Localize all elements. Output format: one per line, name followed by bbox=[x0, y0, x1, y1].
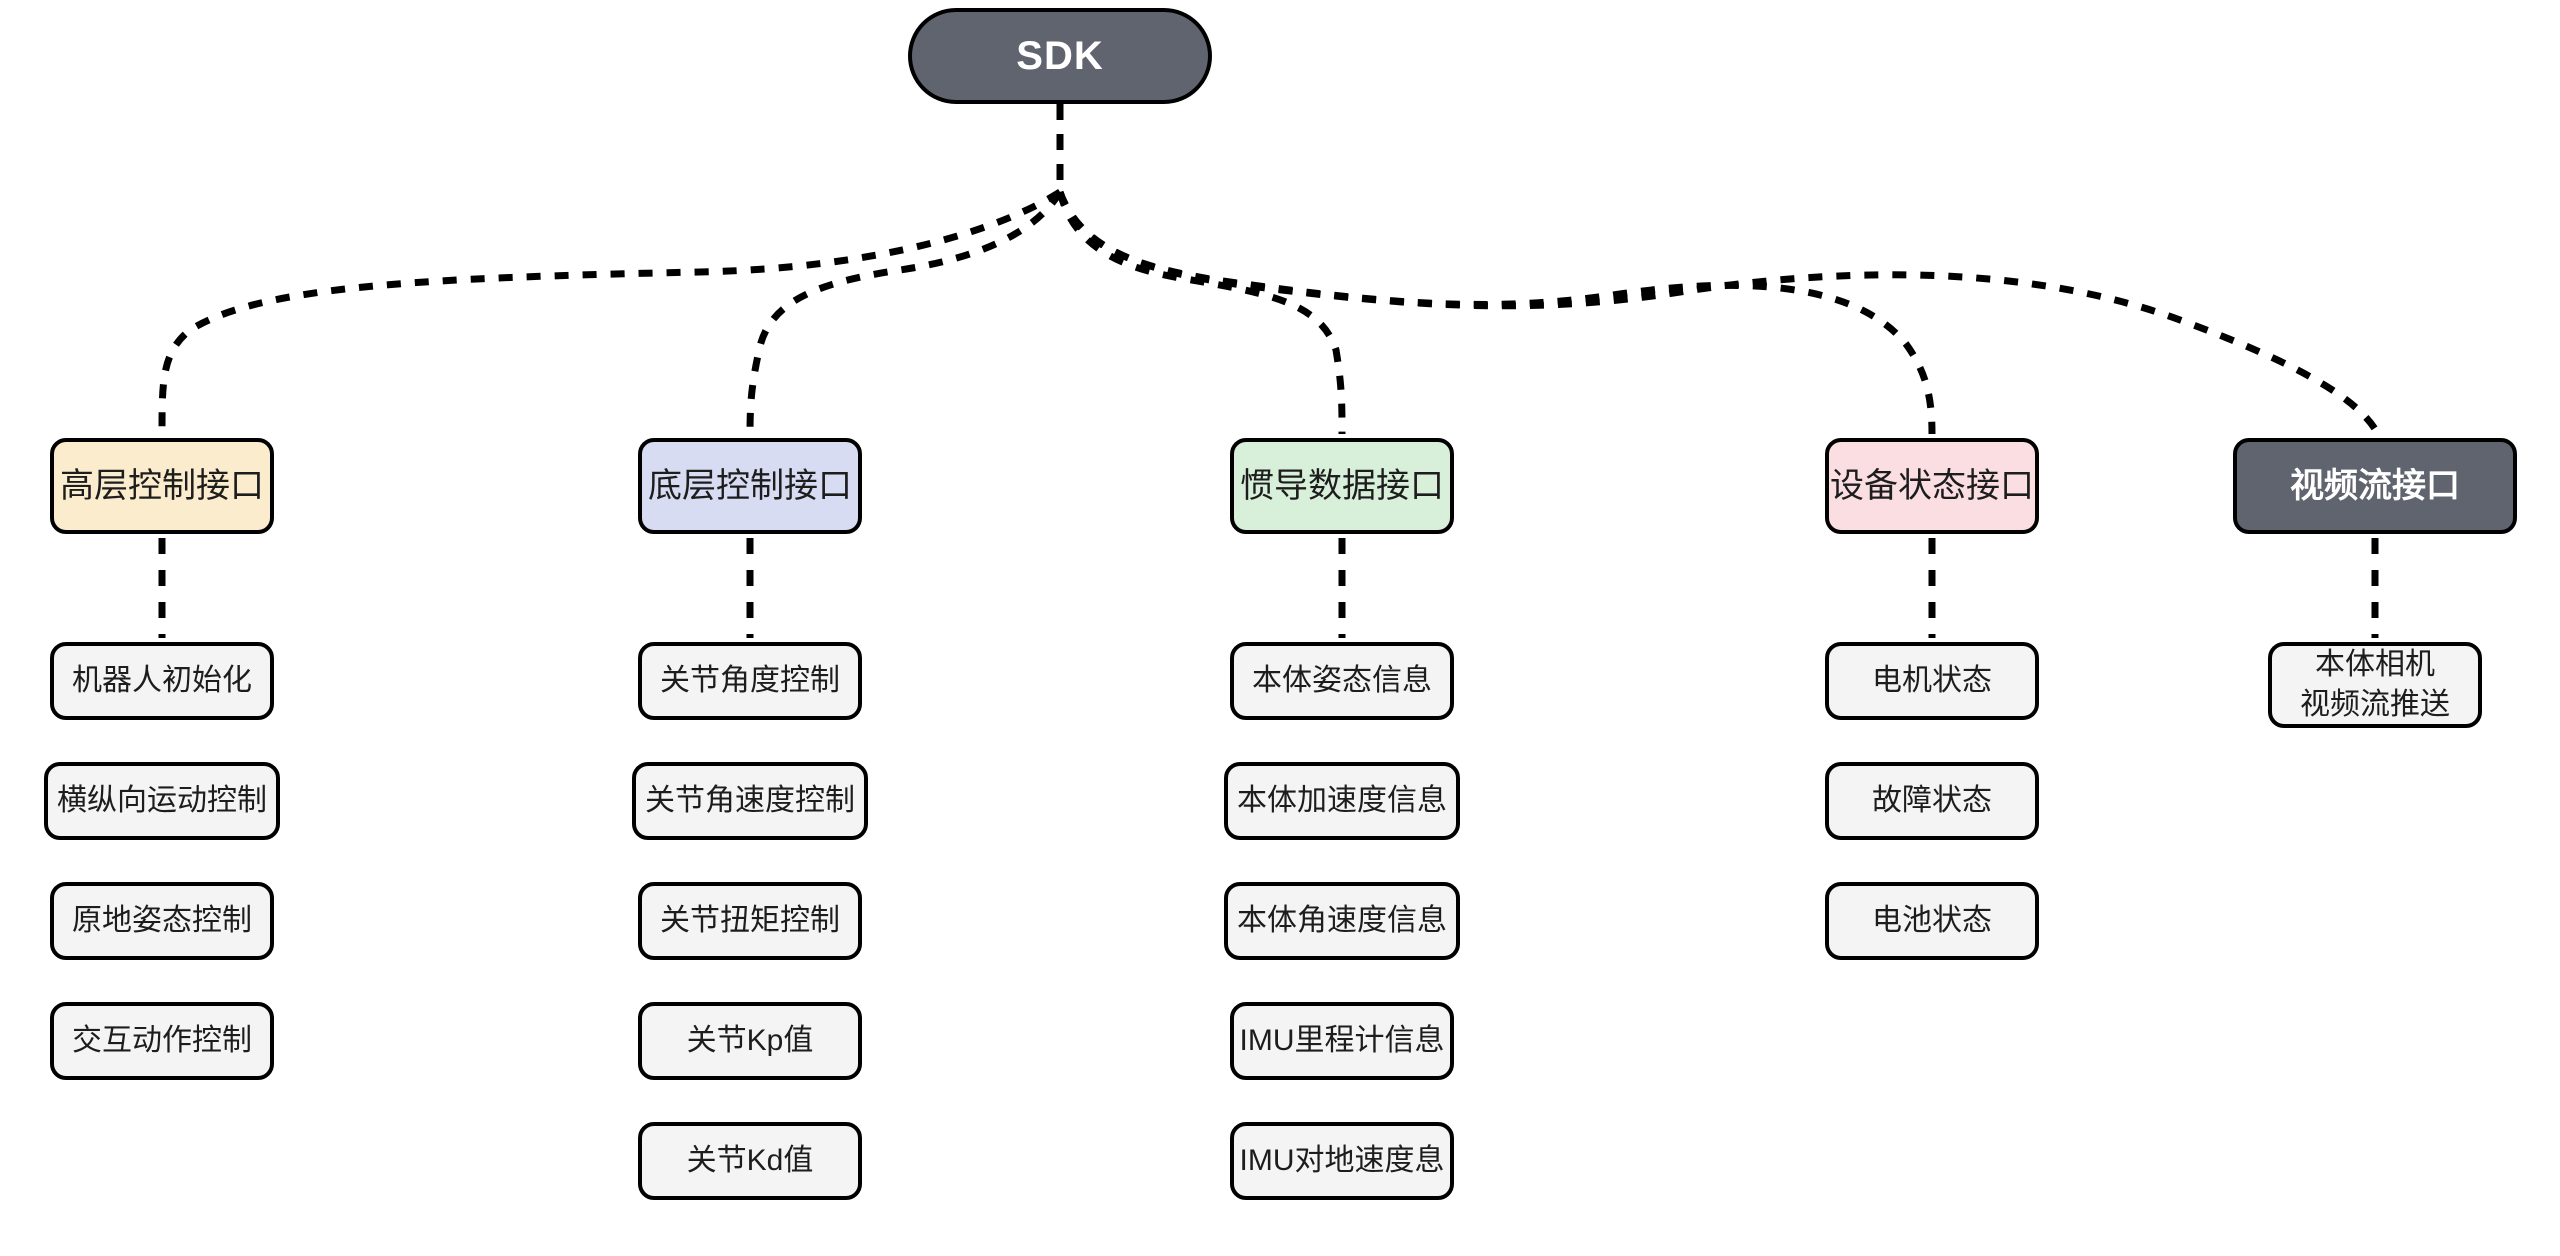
node-leaf-body-posture-info[interactable]: 本体姿态信息 bbox=[1230, 642, 1454, 720]
node-leaf-imu-ground-velocity-info[interactable]: IMU对地速度息 bbox=[1230, 1122, 1454, 1200]
node-leaf-joint-kd-value[interactable]: 关节Kd值 bbox=[638, 1122, 862, 1200]
node-interface-video-stream[interactable]: 视频流接口 bbox=[2233, 438, 2517, 534]
edge-root-to-branch-2 bbox=[746, 190, 1063, 435]
node-interface-imu-data[interactable]: 惯导数据接口 bbox=[1230, 438, 1454, 534]
node-leaf-joint-angle-control[interactable]: 关节角度控制 bbox=[638, 642, 862, 720]
node-interface-high-level-control[interactable]: 高层控制接口 bbox=[50, 438, 274, 534]
node-sdk-root[interactable]: SDK bbox=[908, 8, 1212, 104]
edge-root-to-branch-5 bbox=[1056, 190, 2382, 436]
node-leaf-joint-kp-value[interactable]: 关节Kp值 bbox=[638, 1002, 862, 1080]
node-interface-device-status[interactable]: 设备状态接口 bbox=[1825, 438, 2039, 534]
node-leaf-body-acceleration-info[interactable]: 本体加速度信息 bbox=[1224, 762, 1460, 840]
node-leaf-motor-status[interactable]: 电机状态 bbox=[1825, 642, 2039, 720]
edge-root-to-branch-4 bbox=[1056, 190, 1936, 435]
node-leaf-fault-status[interactable]: 故障状态 bbox=[1825, 762, 2039, 840]
node-leaf-imu-odometry-info[interactable]: IMU里程计信息 bbox=[1230, 1002, 1454, 1080]
edge-root-to-branch-3 bbox=[1056, 191, 1346, 435]
node-leaf-body-camera-video-push[interactable]: 本体相机 视频流推送 bbox=[2268, 642, 2482, 728]
node-leaf-joint-torque-control[interactable]: 关节扭矩控制 bbox=[638, 882, 862, 960]
node-leaf-lateral-longitudinal-motion-control[interactable]: 横纵向运动控制 bbox=[44, 762, 280, 840]
node-leaf-joint-angular-velocity-control[interactable]: 关节角速度控制 bbox=[632, 762, 868, 840]
node-leaf-stationary-posture-control[interactable]: 原地姿态控制 bbox=[50, 882, 274, 960]
node-leaf-interaction-action-control[interactable]: 交互动作控制 bbox=[50, 1002, 274, 1080]
node-leaf-robot-init[interactable]: 机器人初始化 bbox=[50, 642, 274, 720]
node-leaf-battery-status[interactable]: 电池状态 bbox=[1825, 882, 2039, 960]
node-interface-low-level-control[interactable]: 底层控制接口 bbox=[638, 438, 862, 534]
edge-root-to-branch-1 bbox=[158, 189, 1062, 435]
node-leaf-body-angular-velocity-info[interactable]: 本体角速度信息 bbox=[1224, 882, 1460, 960]
